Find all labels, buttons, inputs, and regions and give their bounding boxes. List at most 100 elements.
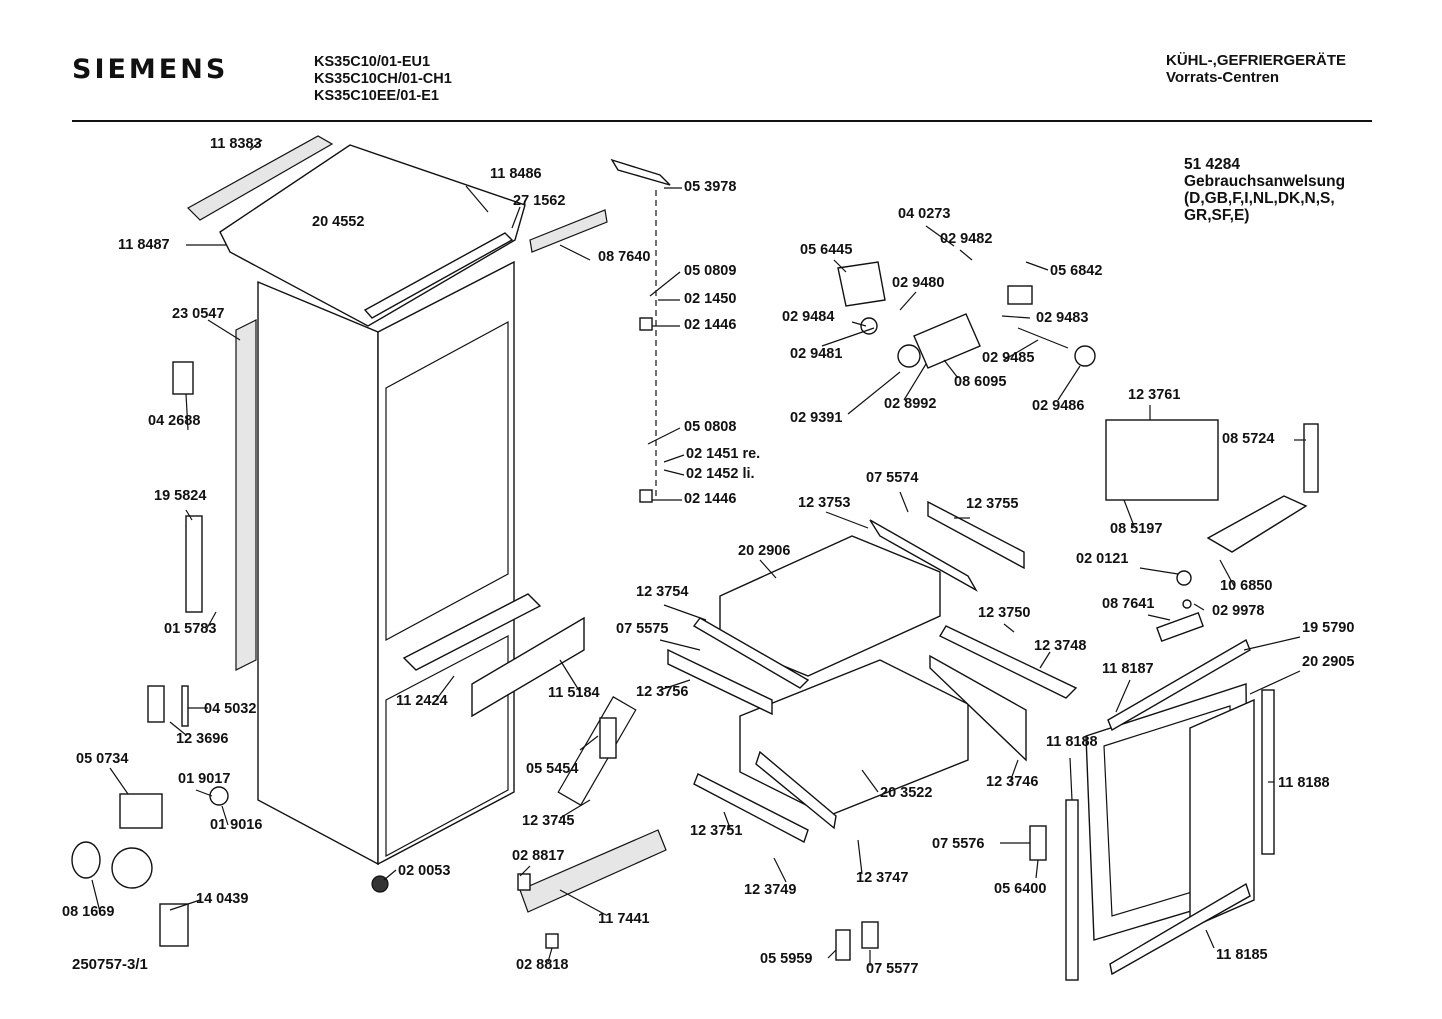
part-number-label: 11 8188 [1046, 734, 1098, 750]
leader-line [249, 139, 263, 151]
top-cover-shape [219, 144, 526, 327]
wire-rack-shape [557, 696, 637, 806]
part-number-label: 02 0053 [398, 863, 450, 879]
part-number-label: 04 2688 [148, 413, 200, 429]
leader-lines [91, 139, 1306, 966]
part-number-label: 07 5577 [866, 961, 918, 977]
freezer-panel-shape [402, 593, 542, 671]
part-number-label: 11 8486 [490, 166, 542, 182]
ice-tray-shape [1206, 495, 1308, 553]
part-number-label: 07 5575 [616, 621, 668, 637]
part-number-label: 02 9391 [790, 410, 842, 426]
door-trim-bottom-shape [1109, 882, 1251, 976]
door-hinge-shape [861, 921, 879, 949]
thermostat-pin-shape [181, 685, 189, 727]
door-hinge-shape [1029, 825, 1047, 861]
leader-line [1205, 929, 1215, 949]
appliance-category: KÜHL-,GEFRIERGERÄTE Vorrats-Centren [1166, 52, 1346, 86]
door-seal-shape [1261, 689, 1275, 855]
part-number-label: 12 3761 [1128, 387, 1180, 403]
door-hinge-shape [835, 929, 851, 961]
leader-line [1123, 499, 1135, 527]
part-number-label: 02 9483 [1036, 310, 1088, 326]
leader-line [185, 509, 193, 521]
part-number-label: 14 0439 [196, 891, 248, 907]
header-divider [72, 120, 1372, 122]
part-number-label: 12 3748 [1034, 638, 1086, 654]
leader-line [547, 947, 553, 963]
part-number-label: 12 3753 [798, 495, 850, 511]
leader-line [1003, 623, 1015, 633]
part-number-label: 20 4552 [312, 214, 364, 230]
leader-line [169, 899, 201, 911]
part-number-label: 08 5724 [1222, 431, 1274, 447]
part-number-label: 05 6445 [800, 242, 852, 258]
drawer-rail-shape [929, 654, 1027, 762]
part-number-label: 01 5783 [164, 621, 216, 637]
leader-line [857, 839, 863, 875]
thermostat-rod-line [1017, 327, 1069, 349]
leader-line [827, 949, 837, 959]
leader-line [1057, 365, 1081, 401]
rack-holder-shape [599, 717, 617, 759]
plug-shape [209, 786, 229, 806]
drawer-rail-shape [927, 500, 1025, 570]
part-number-label: 02 9486 [1032, 398, 1084, 414]
compressor-relay-shape [119, 793, 163, 829]
part-number-label: 02 9481 [790, 346, 842, 362]
part-number-label: 11 8188 [1278, 775, 1330, 791]
part-number-label: 02 8817 [512, 848, 564, 864]
leader-line [169, 721, 187, 736]
part-number-label: 02 1450 [684, 291, 736, 307]
part-number-label: 07 5576 [932, 836, 984, 852]
leader-line [821, 327, 875, 347]
door-trim-top-shape [1107, 638, 1251, 732]
door-panel-shape [1189, 698, 1255, 930]
model-number: KS35C10EE/01-E1 [314, 88, 439, 104]
cover-strip-shape [529, 209, 608, 253]
leader-line [221, 805, 229, 826]
capillary-shape [1007, 285, 1033, 305]
part-number-label: 02 9482 [940, 231, 992, 247]
leader-line [579, 735, 599, 751]
part-number-label: 02 1446 [684, 317, 736, 333]
drawer-rail-shape [692, 617, 810, 689]
part-number-label: 04 5032 [204, 701, 256, 717]
part-number-label: 20 3522 [880, 785, 932, 801]
leader-line [1139, 567, 1179, 575]
part-number-label: 19 5824 [154, 488, 206, 504]
category-line: Vorrats-Centren [1166, 69, 1280, 86]
part-number-label: 23 0547 [172, 306, 224, 322]
leader-line [1147, 614, 1171, 621]
part-number-label: 11 8185 [1216, 947, 1268, 963]
leader-line [435, 675, 455, 701]
leader-line [91, 879, 101, 913]
part-number-label: 12 3747 [856, 870, 908, 886]
freezer-flap-shape [471, 616, 585, 718]
part-number-label: 11 8383 [210, 136, 262, 152]
part-number-label: 11 8487 [118, 237, 170, 253]
leader-line [903, 363, 927, 401]
part-number-label: 12 3751 [690, 823, 742, 839]
leader-line [185, 393, 189, 431]
part-number-label: 01 9017 [178, 771, 230, 787]
leader-line [1115, 679, 1131, 713]
leader-line [773, 857, 787, 883]
leader-line [649, 271, 681, 297]
drawer-rail-shape [667, 648, 773, 716]
part-number-label: 07 5574 [866, 470, 918, 486]
thermostat-housing-shape [913, 313, 981, 369]
part-number-label: 12 3755 [966, 496, 1018, 512]
leader-line [559, 659, 581, 693]
leader-line [195, 789, 213, 797]
part-number-label: 08 1669 [62, 904, 114, 920]
part-number-label: 02 9485 [982, 350, 1034, 366]
condenser-shape [235, 319, 257, 671]
motor-bracket-shape [159, 903, 189, 947]
leader-line [465, 185, 489, 213]
cap-shape [1182, 599, 1192, 609]
leader-line [1003, 339, 1039, 361]
part-number-label: 12 3754 [636, 584, 688, 600]
leader-line [1009, 759, 1019, 783]
